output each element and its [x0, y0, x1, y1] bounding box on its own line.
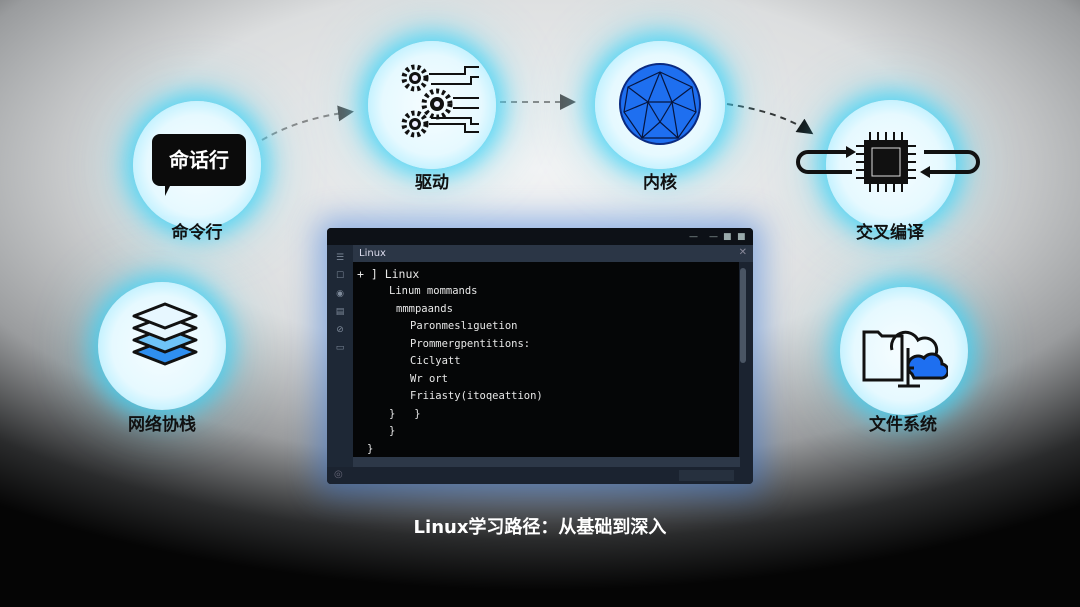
kernel-sphere-icon — [619, 63, 701, 145]
terminal-window: — — ■ ■ ☰ ☐ ◉ ▤ ⊘ ▭ Linux ✕ + ] Linux Linum mo… — [327, 228, 753, 484]
window-titlebar: — — ■ ■ — [327, 228, 753, 245]
code-line: Ciclyatt — [410, 355, 461, 367]
code-line: Linum mommands — [389, 285, 478, 297]
tab-title: Linux — [359, 248, 386, 259]
status-bar: ◎ — [327, 467, 753, 484]
sidebar: ☰ ☐ ◉ ▤ ⊘ ▭ — [327, 245, 353, 484]
code-line: } — [367, 443, 374, 455]
close-tab-icon[interactable]: ✕ — [738, 247, 747, 258]
code-line: Paronmeslıguetion — [410, 320, 518, 332]
network-stack-layers-icon — [132, 302, 198, 366]
diagram-title: Linux学习路径：从基础到深入 — [413, 517, 667, 538]
minimize-button[interactable]: — — [689, 232, 698, 242]
horizontal-scrollbar[interactable] — [353, 457, 740, 467]
code-line: Prommergpentitions: — [410, 338, 531, 350]
label-cli: 命令行 — [171, 223, 223, 243]
chat-bubble-icon: 命话行 — [152, 134, 246, 186]
node-fs — [840, 287, 968, 415]
chat-bubble-text: 命话行 — [169, 148, 229, 172]
label-fs: 文件系统 — [869, 415, 937, 435]
gears-circuit-icon — [401, 64, 479, 138]
settings-icon[interactable]: ⊘ — [336, 325, 344, 335]
search-icon[interactable]: ◉ — [336, 289, 344, 299]
label-cross: 交叉编译 — [856, 223, 924, 243]
page-icon[interactable]: ▤ — [335, 307, 345, 317]
arrow-kernel-cross — [726, 103, 814, 135]
tab-linux[interactable]: Linux ✕ — [353, 245, 753, 262]
folder-cloud-icon — [862, 330, 948, 388]
menu-icon[interactable]: ☰ — [335, 253, 345, 263]
code-line: } — [389, 425, 396, 437]
label-kernel: 内核 — [643, 173, 677, 193]
maximize-button[interactable]: ■ — [723, 232, 732, 242]
bubble-tail — [165, 184, 179, 196]
code-area[interactable]: + ] Linux Linum mommands mmmpaands Paron… — [353, 262, 739, 457]
vertical-scrollbar[interactable] — [740, 268, 746, 363]
folder-icon[interactable]: ▭ — [335, 343, 345, 353]
code-line: + ] Linux — [357, 267, 420, 281]
file-icon[interactable]: ☐ — [335, 271, 345, 281]
chip-exchange-icon — [796, 132, 980, 192]
arrow-cli-driver — [261, 105, 354, 141]
code-line: mmmpaands — [396, 303, 453, 315]
label-net: 网络协栈 — [128, 415, 196, 435]
status-input[interactable] — [679, 470, 734, 481]
status-icon: ◎ — [334, 469, 343, 480]
minimize-button-2[interactable]: — — [709, 232, 718, 242]
code-line: Friiasty(itoqeattion) — [410, 390, 543, 402]
label-driver: 驱动 — [415, 173, 449, 193]
code-line: Wr ort — [410, 373, 448, 385]
code-line: } } — [389, 408, 421, 420]
close-window-button[interactable]: ■ — [737, 232, 746, 242]
